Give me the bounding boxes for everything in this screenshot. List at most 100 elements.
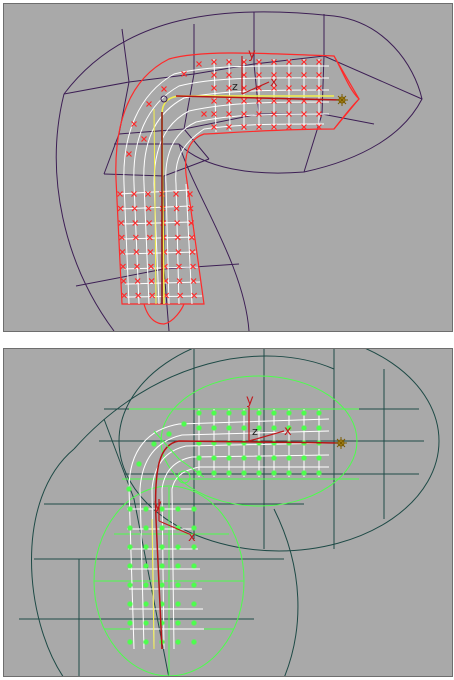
lattice-point[interactable]	[175, 639, 181, 645]
lattice-point[interactable]	[301, 470, 307, 476]
lattice-point[interactable]	[256, 410, 262, 416]
lattice-point[interactable]	[191, 544, 197, 550]
lattice-point[interactable]	[316, 470, 322, 476]
lattice-point[interactable]	[176, 278, 183, 284]
lattice-point[interactable]	[127, 506, 133, 512]
lattice-point[interactable]	[201, 111, 207, 117]
lattice-point[interactable]	[301, 455, 307, 461]
lattice-point[interactable]	[175, 620, 181, 626]
lattice-point[interactable]	[175, 544, 181, 550]
lattice-point[interactable]	[301, 72, 307, 78]
lattice-point[interactable]	[316, 111, 322, 117]
lattice-point[interactable]	[226, 455, 232, 461]
lattice-point[interactable]	[226, 72, 232, 78]
lattice-point[interactable]	[159, 506, 165, 512]
lattice-point[interactable]	[143, 582, 149, 588]
lattice-point[interactable]	[286, 111, 292, 117]
lattice-point[interactable]	[211, 470, 217, 476]
lattice-point[interactable]	[316, 59, 322, 65]
lattice-point[interactable]	[211, 124, 217, 130]
lattice-point[interactable]	[226, 59, 232, 65]
transform-gizmo[interactable]: y x z	[232, 47, 278, 95]
lattice-point[interactable]	[181, 71, 187, 77]
lattice-point[interactable]	[226, 410, 232, 416]
lattice-point[interactable]	[188, 220, 195, 226]
lattice-point[interactable]	[196, 425, 202, 431]
lattice-point[interactable]	[174, 220, 181, 226]
lattice-point[interactable]	[143, 620, 149, 626]
lattice-point[interactable]	[286, 72, 292, 78]
lattice-point[interactable]	[143, 544, 149, 550]
lattice-point[interactable]	[190, 263, 196, 270]
lattice-point[interactable]	[176, 263, 182, 270]
lattice-point[interactable]	[143, 639, 149, 645]
lattice-point[interactable]	[196, 61, 202, 67]
sun-pivot-icon[interactable]	[335, 437, 347, 449]
lattice-point[interactable]	[271, 425, 277, 431]
lattice-point[interactable]	[271, 440, 277, 446]
lattice-point[interactable]	[161, 86, 167, 92]
lattice-point[interactable]	[256, 111, 262, 117]
lattice-point[interactable]	[241, 455, 247, 461]
lattice-point[interactable]	[211, 410, 217, 416]
lattice-point[interactable]	[211, 455, 217, 461]
lattice-point[interactable]	[191, 506, 197, 512]
lattice-point[interactable]	[196, 455, 202, 461]
lattice-point[interactable]	[301, 410, 307, 416]
lattice-point[interactable]	[120, 278, 127, 284]
lattice-point[interactable]	[175, 582, 181, 588]
lattice-point[interactable]	[191, 601, 197, 607]
lattice-point[interactable]	[141, 136, 147, 142]
lattice-point[interactable]	[226, 98, 232, 104]
lattice-point[interactable]	[286, 410, 292, 416]
lattice-point[interactable]	[146, 234, 153, 241]
lattice-point[interactable]	[133, 249, 140, 255]
lattice-point[interactable]	[187, 191, 193, 197]
lattice-point[interactable]	[188, 234, 195, 241]
lattice-point[interactable]	[226, 124, 232, 130]
lattice-point[interactable]	[175, 601, 181, 607]
lattice-point[interactable]	[211, 98, 217, 104]
lattice-point[interactable]	[148, 263, 154, 270]
lattice-point[interactable]	[196, 410, 202, 416]
lattice-point[interactable]	[136, 461, 142, 467]
lattice-point[interactable]	[127, 525, 133, 531]
lattice-point[interactable]	[134, 278, 141, 284]
lattice-point[interactable]	[271, 72, 277, 78]
lattice-point[interactable]	[271, 410, 277, 416]
lattice-point[interactable]	[271, 455, 277, 461]
lattice-point[interactable]	[175, 249, 182, 255]
lattice-point[interactable]	[119, 249, 126, 255]
lattice-point[interactable]	[316, 455, 322, 461]
lattice-point[interactable]	[191, 582, 197, 588]
lattice-point[interactable]	[256, 59, 262, 65]
lattice-point[interactable]	[135, 292, 142, 299]
lattice-point[interactable]	[127, 639, 133, 645]
lattice-point[interactable]	[159, 582, 165, 588]
lattice-point[interactable]	[191, 292, 198, 299]
lattice-point[interactable]	[241, 410, 247, 416]
lattice-point[interactable]	[151, 441, 157, 447]
lattice-point[interactable]	[117, 205, 124, 212]
lattice-point[interactable]	[301, 124, 307, 130]
lattice-point[interactable]	[226, 85, 232, 91]
lattice-point[interactable]	[286, 455, 292, 461]
lattice-point[interactable]	[301, 425, 307, 431]
lattice-point[interactable]	[191, 639, 197, 645]
lattice-point[interactable]	[226, 470, 232, 476]
lattice-point[interactable]	[175, 563, 181, 569]
lattice-point[interactable]	[174, 234, 181, 241]
lattice-point[interactable]	[120, 263, 126, 270]
lattice-point[interactable]	[126, 151, 132, 157]
transform-gizmo-bottom[interactable]: y x z	[246, 393, 292, 442]
lattice-point[interactable]	[146, 220, 153, 226]
lattice-point[interactable]	[191, 525, 197, 531]
lattice-point[interactable]	[256, 425, 262, 431]
bottom-viewport[interactable]: y x z y x	[3, 348, 453, 677]
lattice-point[interactable]	[147, 249, 154, 255]
lattice-point[interactable]	[143, 525, 149, 531]
lattice-point[interactable]	[145, 191, 151, 197]
lattice-point[interactable]	[256, 72, 262, 78]
lattice-point[interactable]	[241, 98, 247, 104]
lattice-point[interactable]	[191, 620, 197, 626]
